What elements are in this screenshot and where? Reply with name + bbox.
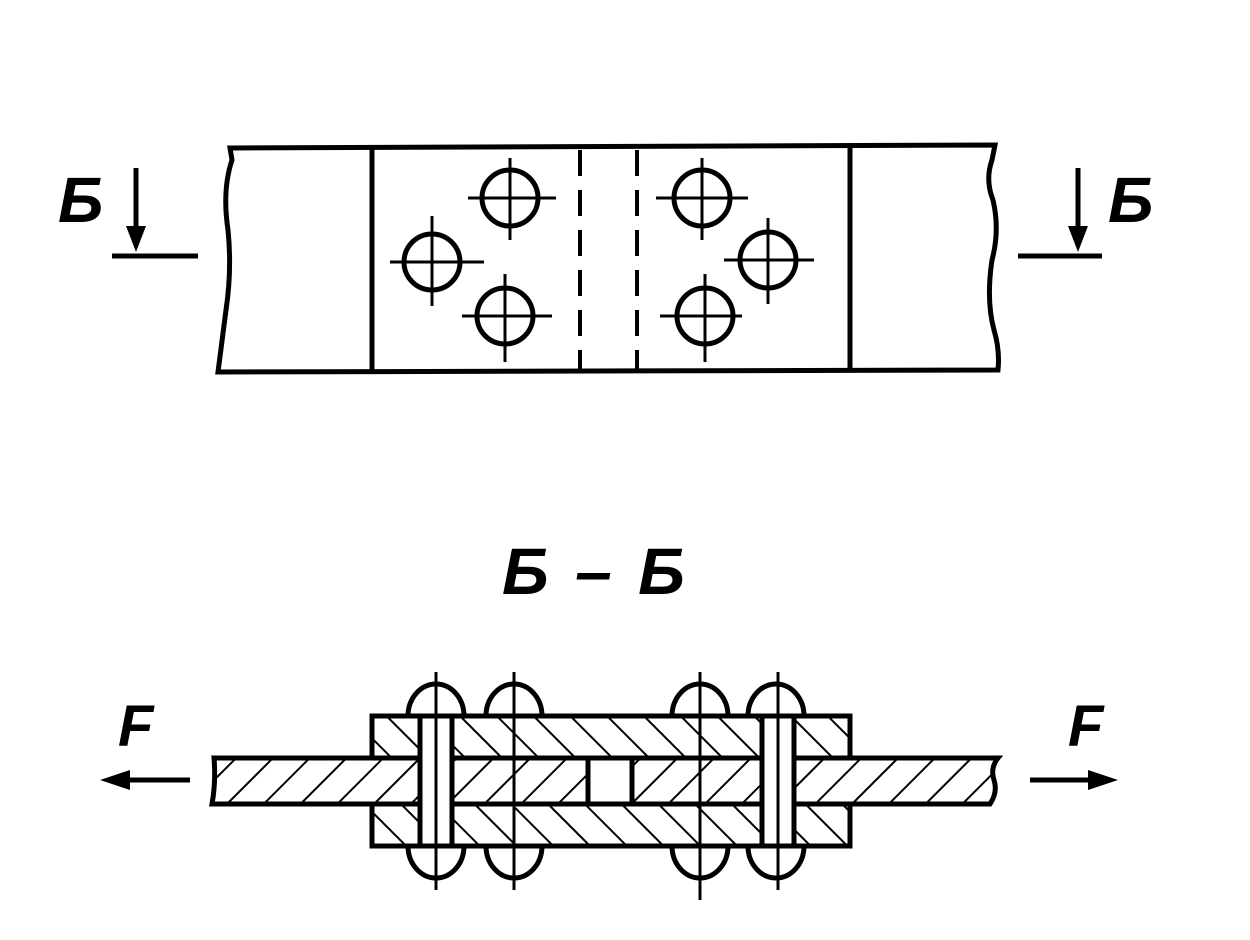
rivet-plan-6 xyxy=(660,274,742,362)
rivet-plan-1 xyxy=(468,158,556,240)
cut-label-left: Б xyxy=(58,164,104,236)
rivet-plan-5 xyxy=(724,218,814,304)
force-label-left: F xyxy=(118,694,154,759)
force-arrow-left xyxy=(100,770,190,790)
top-view xyxy=(215,142,1001,375)
rivet-heads-bottom xyxy=(405,843,807,881)
cut-marker-right xyxy=(1018,168,1102,259)
rivet-centerlines xyxy=(434,672,780,900)
cut-marker-left xyxy=(112,168,198,259)
force-arrow-right xyxy=(1030,770,1118,790)
butt-gap xyxy=(585,755,635,807)
force-label-right: F xyxy=(1068,694,1104,759)
rivet-plan-4 xyxy=(656,158,748,240)
section-view xyxy=(209,672,1004,900)
main-plate-left xyxy=(209,755,591,807)
rivet-plan-2 xyxy=(390,216,484,306)
section-title: Б – Б xyxy=(502,534,689,608)
rivet-heads-top xyxy=(405,681,807,719)
rivet-plan-3 xyxy=(462,274,552,362)
rivet-plan-group xyxy=(390,158,814,362)
cut-label-right: Б xyxy=(1108,164,1154,236)
plate-outline xyxy=(215,142,1001,375)
main-plate-right xyxy=(629,755,1004,807)
